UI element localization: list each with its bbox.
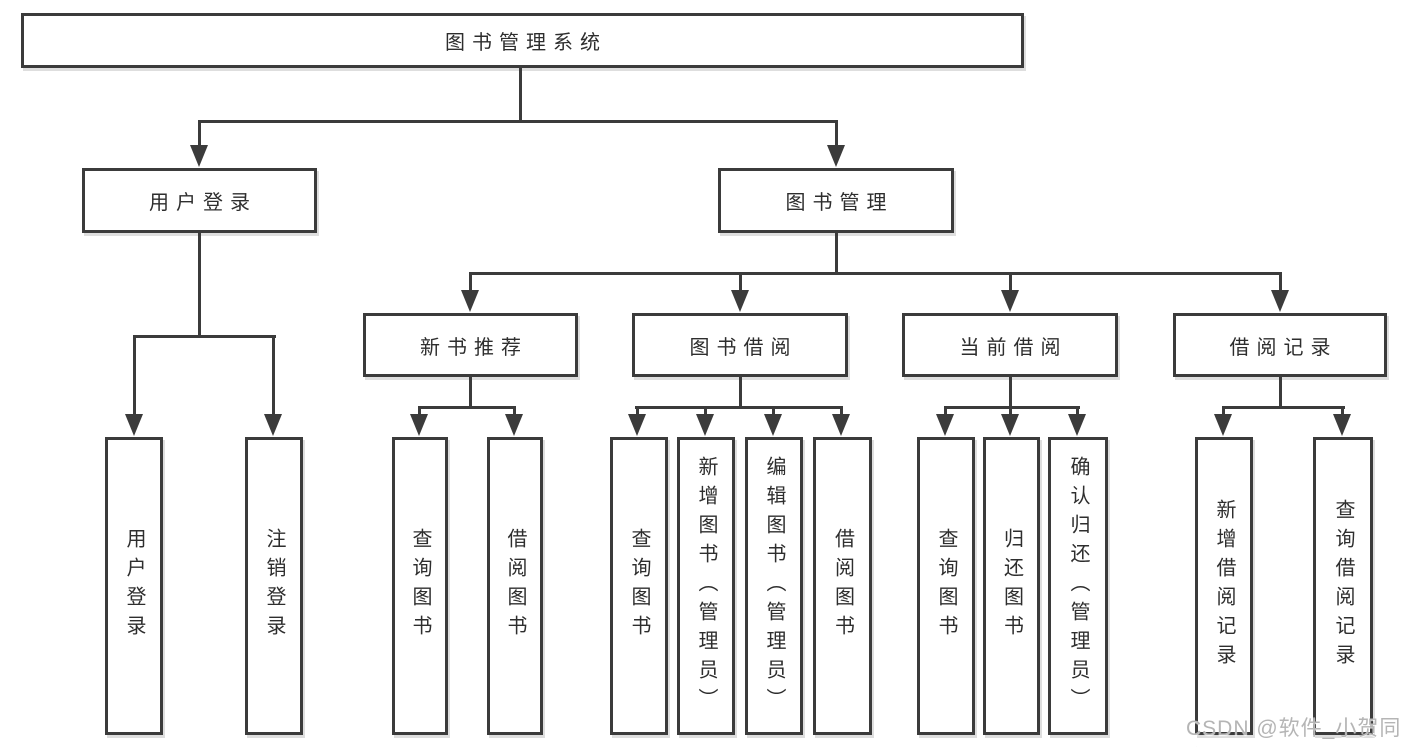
connector-line	[419, 406, 516, 409]
leaf-edit-book-admin: 编辑图书（管理员）	[745, 437, 803, 735]
connector-arrow-down	[764, 406, 782, 436]
leaf-query-books-recommend: 查询图书	[392, 437, 448, 735]
connector-line	[835, 233, 838, 274]
connector-arrow-down	[190, 120, 208, 167]
connector-arrow-down	[1333, 406, 1351, 436]
connector-line	[635, 406, 843, 409]
connector-arrow-down	[1214, 406, 1232, 436]
connector-line	[133, 335, 276, 338]
node-book-management: 图书管理	[718, 168, 954, 233]
leaf-query-books-borrow: 查询图书	[610, 437, 668, 735]
connector-line	[198, 233, 201, 337]
node-current-borrow: 当前借阅	[902, 313, 1118, 377]
leaf-return-book: 归还图书	[983, 437, 1040, 735]
leaf-borrow-books-recommend: 借阅图书	[487, 437, 543, 735]
connector-arrow-down	[628, 406, 646, 436]
leaf-query-books-current: 查询图书	[917, 437, 975, 735]
node-user-login: 用户登录	[82, 168, 317, 233]
node-root: 图书管理系统	[21, 13, 1024, 68]
csdn-watermark: CSDN @软件_小贺同学	[1186, 717, 1402, 740]
leaf-logout: 注销登录	[245, 437, 303, 735]
connector-arrow-down	[832, 406, 850, 436]
connector-arrow-down	[936, 406, 954, 436]
connector-line	[739, 376, 742, 408]
node-borrow-records: 借阅记录	[1173, 313, 1387, 377]
connector-arrow-down	[410, 406, 428, 436]
leaf-borrow-books: 借阅图书	[813, 437, 872, 735]
node-book-borrow: 图书借阅	[632, 313, 848, 377]
connector-line	[945, 406, 1080, 409]
leaf-confirm-return-admin: 确认归还（管理员）	[1048, 437, 1108, 735]
connector-arrow-down	[731, 272, 749, 312]
connector-arrow-down	[696, 406, 714, 436]
node-new-book-recommend: 新书推荐	[363, 313, 578, 377]
connector-arrow-down	[1068, 406, 1086, 436]
connector-arrow-down	[505, 406, 523, 436]
connector-line	[1009, 376, 1012, 408]
leaf-user-login: 用户登录	[105, 437, 163, 735]
leaf-add-book-admin: 新增图书（管理员）	[677, 437, 735, 735]
connector-line	[469, 376, 472, 408]
connector-line	[1279, 376, 1282, 408]
leaf-add-borrow-record: 新增借阅记录	[1195, 437, 1253, 735]
connector-line	[470, 272, 1282, 275]
connector-arrow-down	[1271, 272, 1289, 312]
connector-arrow-down	[827, 120, 845, 167]
connector-arrow-down	[461, 272, 479, 312]
connector-arrow-down	[264, 335, 282, 436]
connector-arrow-down	[125, 335, 143, 436]
connector-line	[198, 120, 838, 123]
connector-line	[519, 68, 522, 122]
connector-arrow-down	[1001, 272, 1019, 312]
leaf-query-borrow-record: 查询借阅记录	[1313, 437, 1373, 735]
connector-line	[1223, 406, 1345, 409]
connector-arrow-down	[1001, 406, 1019, 436]
